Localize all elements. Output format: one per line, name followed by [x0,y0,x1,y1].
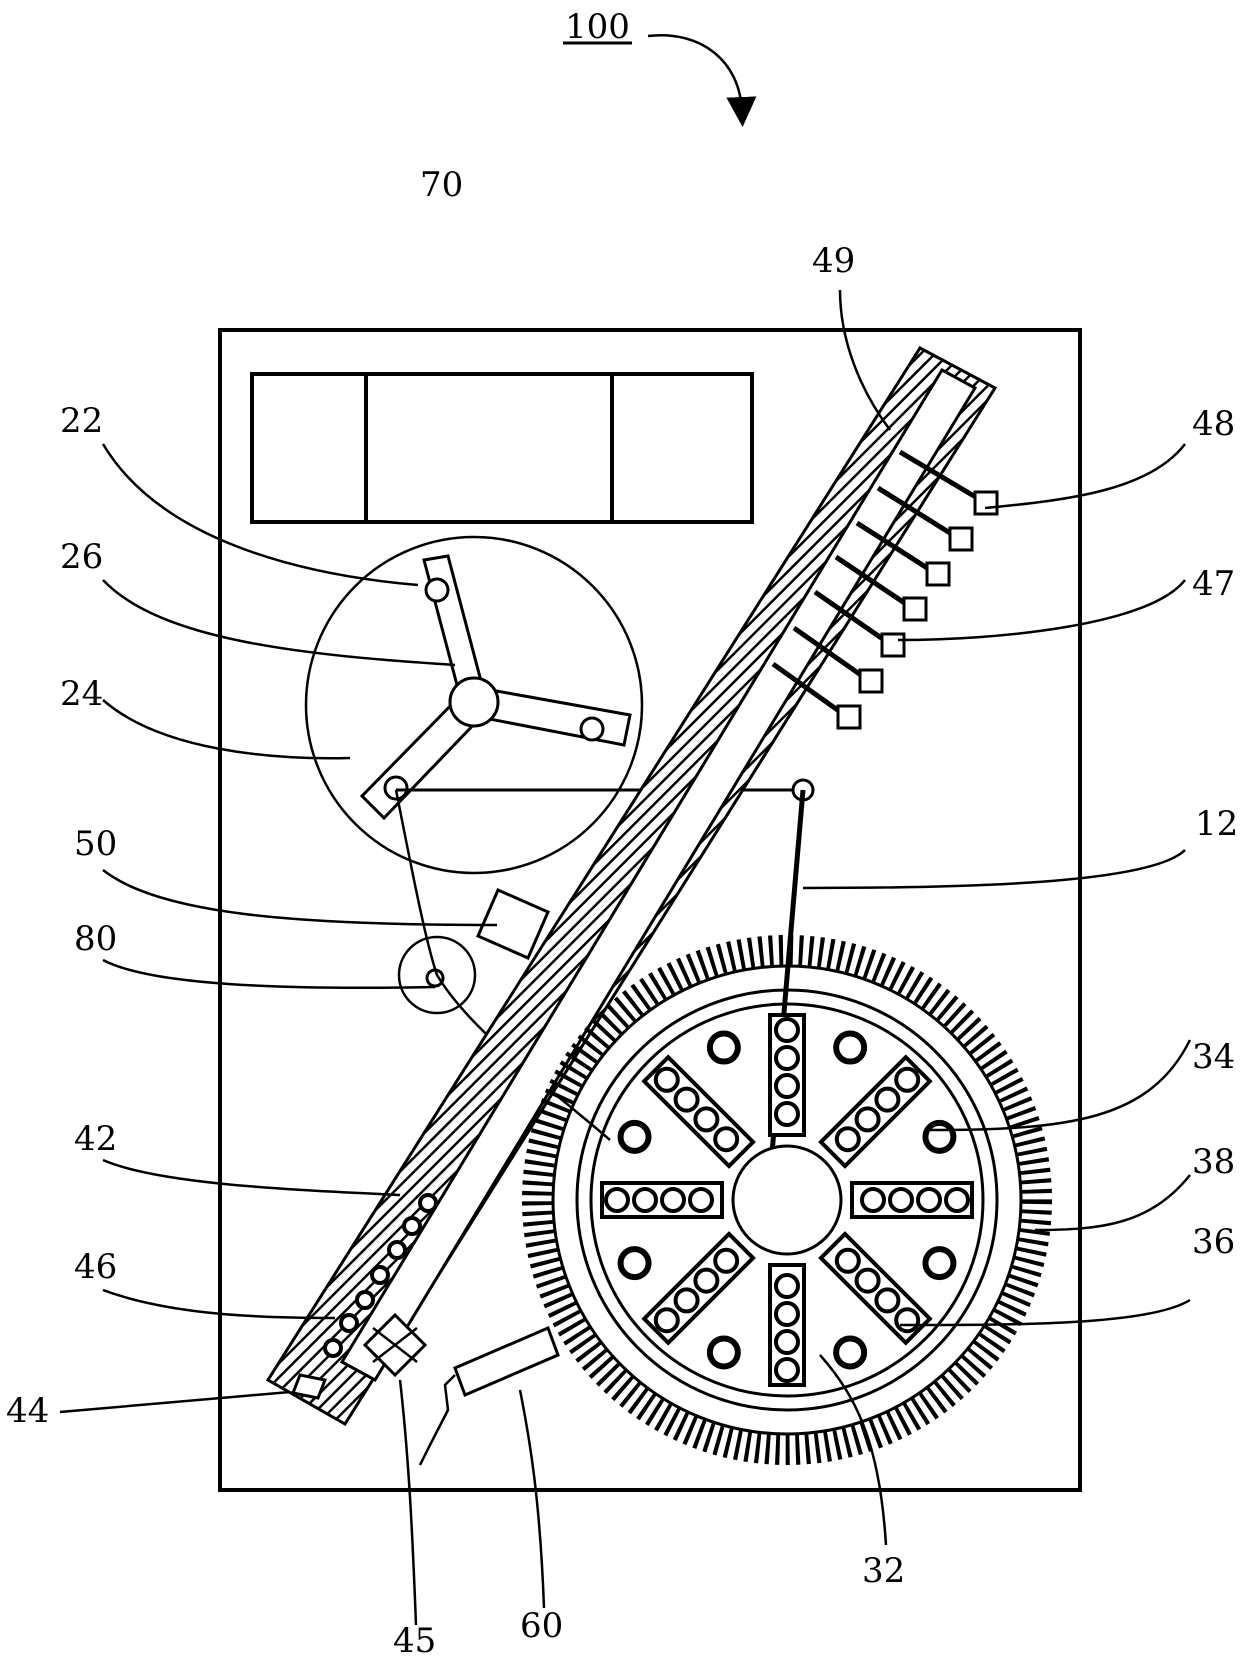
sample-wheel-32 [537,950,1037,1450]
label-47: 47 [1192,564,1235,604]
wheel-spoke [821,1057,930,1166]
label-70: 70 [420,165,463,205]
label-42: 42 [74,1119,117,1159]
label-38: 38 [1192,1142,1235,1182]
label-22: 22 [60,401,103,441]
sample-position [621,1249,649,1277]
wheel-spoke [602,1183,722,1217]
label-44: 44 [6,1391,49,1431]
control-panel-70 [252,374,752,522]
label-60: 60 [520,1606,563,1646]
sample-position [836,1034,864,1062]
label-26: 26 [60,537,103,577]
label-12: 12 [1195,804,1238,844]
sample-position [925,1249,953,1277]
label-48: 48 [1192,404,1235,444]
label-80: 80 [74,919,117,959]
label-45: 45 [393,1621,436,1661]
wheel-spoke [821,1234,930,1343]
wheel-spoke [644,1057,753,1166]
label-50: 50 [74,824,117,864]
sample-position [710,1338,738,1366]
sample-position [836,1338,864,1366]
sample-position [710,1034,738,1062]
wheel-spoke [770,1015,804,1135]
rotary-disc-24 [306,537,642,873]
label-49: 49 [812,241,855,281]
figure-ref-arrow [648,35,742,112]
wheel-spoke [770,1265,804,1385]
label-32: 32 [862,1551,905,1591]
label-24: 24 [60,674,103,714]
sample-position [925,1123,953,1151]
wheel-spoke [644,1234,753,1343]
wheel-spoke [852,1183,972,1217]
label-34: 34 [1192,1037,1235,1077]
label-46: 46 [74,1247,117,1287]
sample-position [621,1123,649,1151]
figure-ref-label: 100 [565,7,630,47]
label-36: 36 [1192,1222,1235,1262]
probe-60 [420,1328,558,1465]
